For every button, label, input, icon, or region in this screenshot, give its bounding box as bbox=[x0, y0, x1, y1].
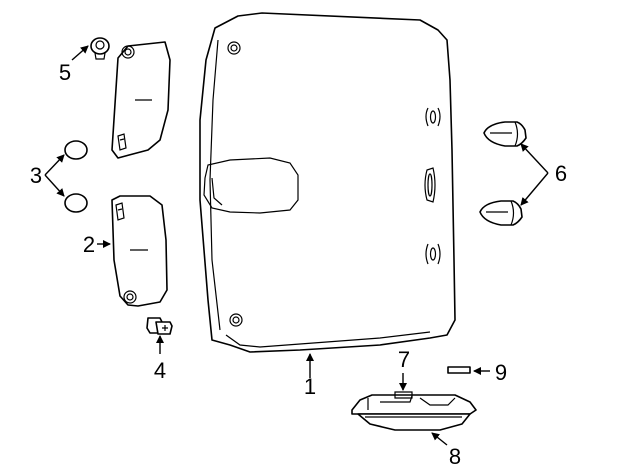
callout-1: 1 bbox=[304, 374, 316, 399]
callout-4: 4 bbox=[154, 358, 166, 383]
callout-9: 9 bbox=[495, 360, 507, 385]
leader-lines bbox=[44, 45, 549, 446]
callout-8: 8 bbox=[449, 444, 461, 469]
clip-fastener-part bbox=[90, 37, 110, 60]
callout-6: 6 bbox=[555, 161, 567, 186]
dome-lamp-part bbox=[351, 391, 477, 431]
callout-7: 7 bbox=[398, 347, 410, 372]
lens-strip-part bbox=[447, 366, 471, 374]
callout-3: 3 bbox=[30, 163, 42, 188]
callout-5: 5 bbox=[59, 60, 71, 85]
sun-visor-upper-part bbox=[111, 41, 171, 159]
screw-part bbox=[146, 317, 173, 335]
callout-2: 2 bbox=[83, 232, 95, 257]
visor-clip-parts bbox=[64, 140, 88, 213]
headliner-part bbox=[199, 12, 456, 353]
sun-visor-lower-part bbox=[111, 195, 168, 307]
plug-parts bbox=[479, 121, 527, 226]
